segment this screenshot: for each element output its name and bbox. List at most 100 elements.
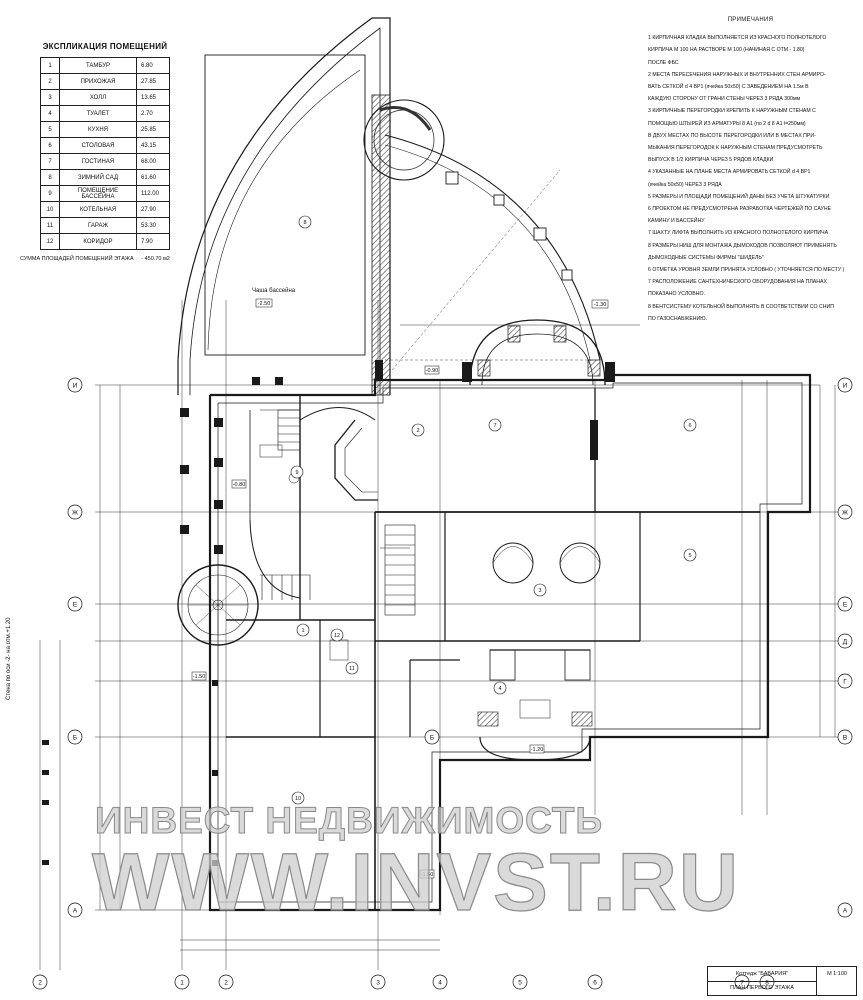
spiral-stair	[177, 564, 259, 646]
room-n: 5	[40, 121, 60, 138]
note-line: ПОМОЩЬЮ ШТЫРЕЙ ИЗ АРМАТУРЫ 8 А1 (по 2 d …	[648, 120, 806, 127]
level-080: -0.80	[233, 482, 246, 488]
axis-letter-right-circle	[837, 633, 853, 649]
axis-number-bottom-circle	[174, 974, 190, 990]
room-marker-circle	[683, 418, 697, 432]
tower-top	[363, 99, 445, 181]
axis-letter-right: А	[843, 908, 848, 915]
axis-letter-right-circle	[837, 504, 853, 520]
room-marker-circle	[533, 583, 547, 597]
room-name: КОТЕЛЬНАЯ	[59, 201, 137, 218]
bay-center	[469, 319, 606, 386]
axis-letter-right: И	[843, 383, 848, 390]
stamp-project: Коттедж "БАВАРИЯ"	[708, 967, 816, 982]
room-area: 13.65	[136, 89, 170, 106]
axis-letter-right-circle	[837, 729, 853, 745]
axis-number-left: 2	[38, 980, 42, 987]
axis-number-bottom: 3	[376, 980, 380, 987]
room-marker-circle	[345, 661, 359, 675]
outer-walls	[208, 373, 812, 912]
axis-letter-right-circle	[837, 596, 853, 612]
room-n: 7	[40, 153, 60, 170]
pool-label: Чаша бассейна	[252, 287, 296, 294]
interior-walls	[226, 388, 760, 910]
note-line: 1 КИРПИЧНАЯ КЛАДКА ВЫПОЛНЯЕТСЯ ИЗ КРАСНО…	[648, 35, 827, 42]
room-name: ПОМЕЩЕНИЕ БАССЕЙНА	[59, 185, 137, 202]
side-wall-note: Стена по оси -2- на отм.+1.20	[6, 617, 12, 700]
room-area: 7.90	[136, 233, 170, 250]
room-marker-circle	[488, 418, 502, 432]
room-name: СТОЛОВАЯ	[59, 137, 137, 154]
room-area: 27.90	[136, 201, 170, 218]
room-name: ТАМБУР	[59, 57, 137, 74]
room-marker-number: 9	[295, 470, 298, 476]
notes-title: ПРИМЕЧАНИЯ	[727, 17, 774, 23]
axis-letter-left-circle	[67, 729, 83, 745]
axis-number-bottom-circle	[370, 974, 386, 990]
level-150-bottom: -1.50	[421, 872, 434, 878]
axis-number-bottom: 4	[438, 980, 442, 987]
level-120: -1.20	[531, 747, 544, 753]
axis-letter-right: Е	[843, 602, 848, 609]
note-line: 7 ШАХТУ ЛИФТА ВЫПОЛНИТЬ ИЗ КРАСНОГО ПОЛН…	[648, 230, 829, 237]
room-name: ЗИМНИЙ САД	[59, 169, 137, 186]
note-line: ВЫПУСК В 1/2 КИРПИЧА ЧЕРЕЗ 5 РЯДОВ КЛАДК…	[648, 157, 774, 164]
room-n: 12	[40, 233, 60, 250]
room-area: 25.85	[136, 121, 170, 138]
room-name: КУХНЯ	[59, 121, 137, 138]
axis-letter-right: Б	[430, 735, 434, 742]
note-line: КИРПИЧА М 100 НА РАСТВОРЕ М 100 (НАЧИНАЯ…	[648, 47, 805, 54]
axis-letter-right: Д	[843, 639, 848, 646]
room-marker-number: 5	[688, 553, 691, 559]
axis-number-bottom: 6	[593, 980, 597, 987]
stamp-sheet: ПЛАН ПЕРВОГО ЭТАЖА	[730, 985, 794, 991]
room-area: 53.30	[136, 217, 170, 234]
room-marker-circle	[493, 681, 507, 695]
axis-letter-left-circle	[67, 596, 83, 612]
room-marker-circle	[296, 623, 310, 637]
room-n: 1	[40, 57, 60, 74]
axis-letter-right-circle	[837, 673, 853, 689]
room-marker-circle	[291, 791, 305, 805]
axis-letter-left-circle	[67, 377, 83, 393]
room-marker-number: 1	[301, 628, 304, 634]
pool-wing	[177, 17, 391, 396]
room-n: 2	[40, 73, 60, 90]
room-area: 27.85	[136, 73, 170, 90]
room-n: 4	[40, 105, 60, 122]
axis-number-bottom-circle	[734, 974, 750, 990]
room-marker-circle	[330, 628, 344, 642]
note-line: ВАТЬ СЕТКОЙ d 4 ВР1 (ячейка 50x50) С ЗАВ…	[648, 84, 809, 91]
axis-number-bottom: 2	[224, 980, 228, 987]
room-n: 11	[40, 217, 60, 234]
note-line: ДЫМОХОДНЫЕ СИСТЕМЫ ФИРМЫ "ШИДЕЛЬ"	[648, 254, 764, 261]
note-line: 8 РАЗМЕРЫ НИШ ДЛЯ МОНТАЖА ДЫМОХОДОВ ПОЗВ…	[648, 242, 837, 249]
note-line: 4 УКАЗАННЫЕ НА ПЛАНЕ МЕСТА АРМИРОВАТЬ СЕ…	[648, 169, 811, 176]
axis-letter-left: А	[73, 908, 78, 915]
room-marker-number: 6	[688, 423, 691, 429]
axis-letter-right-circle	[837, 902, 853, 918]
axis-letter-left-circle	[67, 902, 83, 918]
columns	[42, 360, 615, 866]
room-name: ХОЛЛ	[59, 89, 137, 106]
room-marker-number: 10	[295, 796, 301, 802]
room-name: ТУАЛЕТ	[59, 105, 137, 122]
winter-garden-arc	[384, 134, 601, 371]
stair-flights	[260, 409, 416, 616]
room-marker-circle	[411, 423, 425, 437]
entrance-bay	[477, 711, 593, 761]
axis-letter-left-circle	[67, 504, 83, 520]
room-area: 6.80	[136, 57, 170, 74]
room-name: ГОСТИНАЯ	[59, 153, 137, 170]
axis-number-bottom-circle	[512, 974, 528, 990]
room-name: КОРИДОР	[59, 233, 137, 250]
axis-number-bottom: 8	[765, 980, 769, 987]
